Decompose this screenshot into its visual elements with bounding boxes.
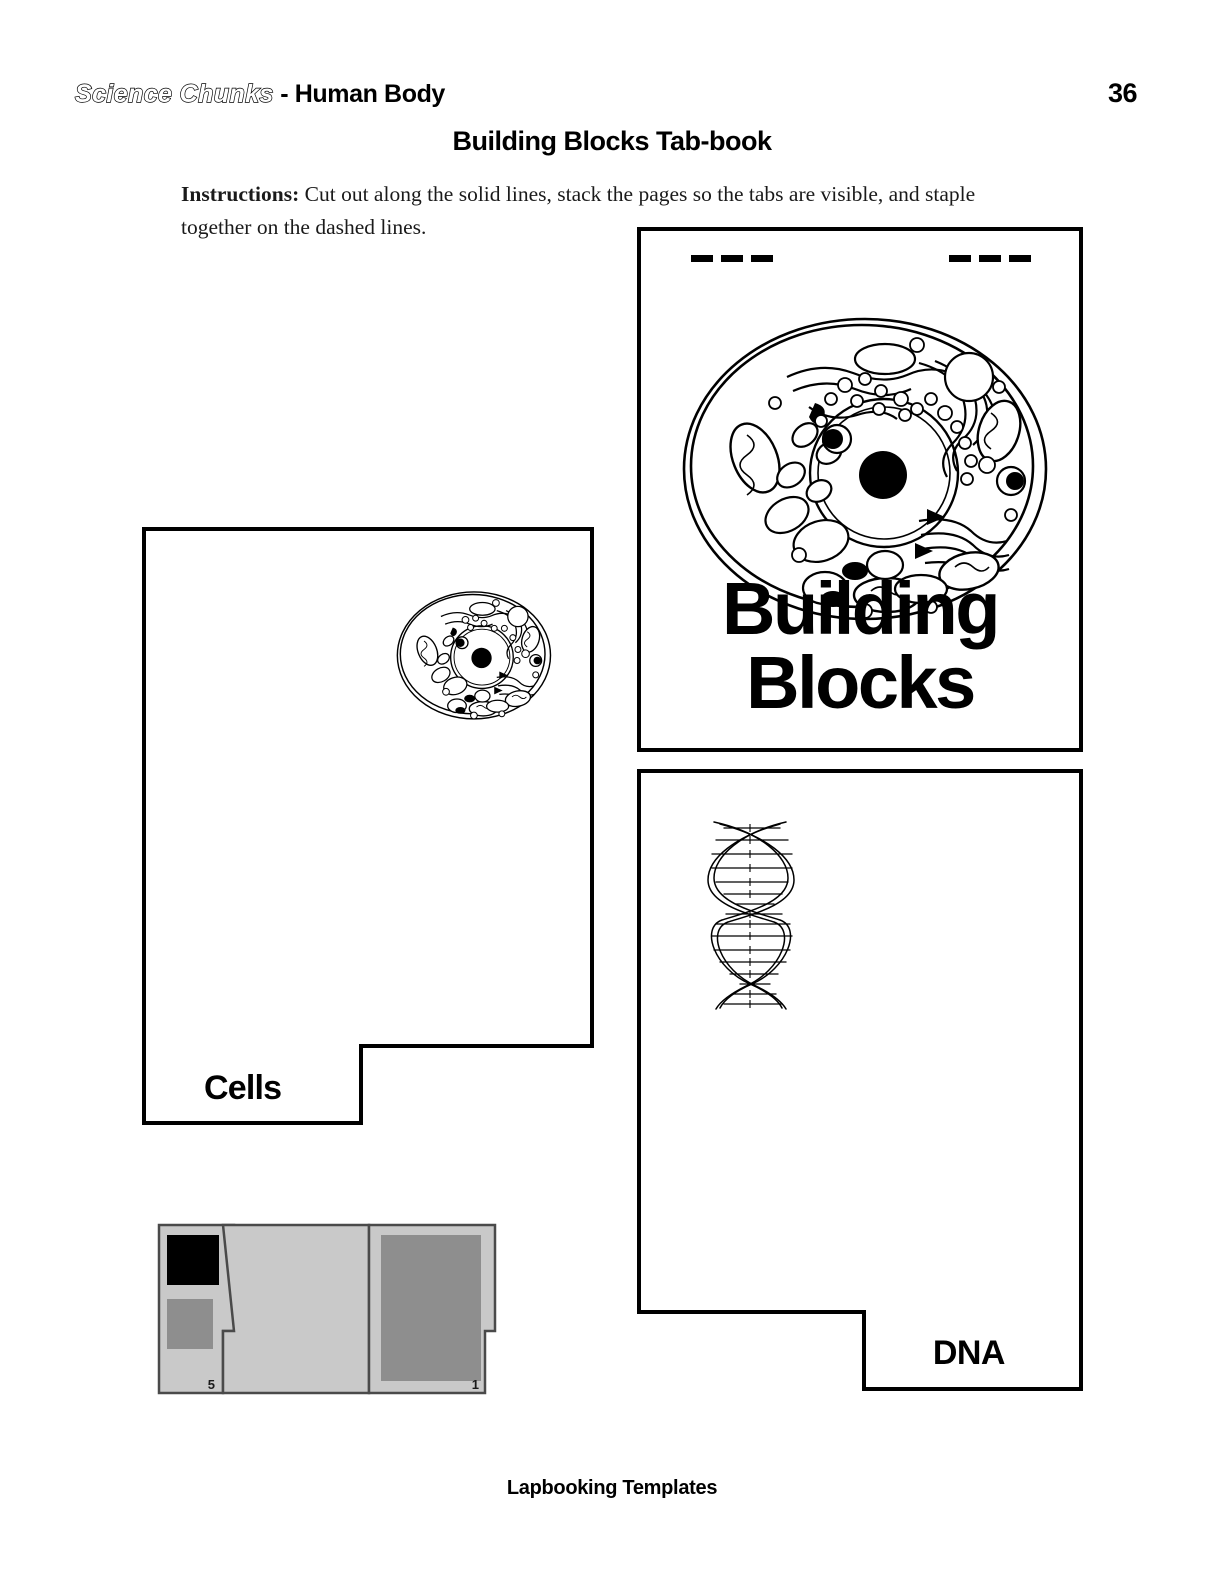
page-header: Science Chunks - Human Body 36	[74, 78, 1138, 112]
header-separator: -	[273, 80, 295, 108]
dash-mark	[979, 255, 1001, 262]
schematic-left-number: 5	[208, 1377, 215, 1392]
page-footer: Lapbooking Templates	[506, 1477, 718, 1499]
instructions-body: Cut out along the solid lines, stack the…	[181, 182, 976, 239]
dash-mark	[691, 255, 713, 262]
staple-dash-group-right	[949, 255, 1031, 262]
schematic-block-mid	[167, 1299, 213, 1349]
dna-helix-icon	[707, 821, 795, 1010]
schematic-page-middle	[221, 1223, 371, 1395]
schematic-block-large	[381, 1235, 481, 1381]
page-title: Building Blocks Tab-book	[452, 126, 772, 156]
page-number: 36	[1107, 78, 1138, 108]
dash-mark	[751, 255, 773, 262]
tabbook-layout-schematic: 5 1	[157, 1223, 497, 1395]
animal-cell-icon-small	[396, 591, 552, 720]
schematic-right-number: 1	[472, 1377, 479, 1392]
dash-mark	[949, 255, 971, 262]
header-title: Science Chunks - Human Body	[74, 79, 446, 109]
tabbook-dna-card: DNA	[637, 769, 1083, 1391]
unit-name: Human Body	[294, 80, 446, 108]
instructions-label: Instructions:	[181, 182, 300, 206]
staple-dashed-lines	[641, 255, 1079, 279]
tabbook-cells-card: Cells	[142, 527, 594, 1125]
cells-tab-label: Cells	[204, 1069, 282, 1107]
dash-mark	[721, 255, 743, 262]
tabbook-cover-card: Building Blocks	[637, 227, 1083, 752]
instructions-paragraph: Instructions: Cut out along the solid li…	[181, 178, 1031, 244]
schematic-block-dark	[167, 1235, 219, 1285]
staple-dash-group-left	[691, 255, 773, 262]
brand-name: Science Chunks	[74, 79, 274, 108]
animal-cell-icon	[682, 317, 1048, 621]
cover-title: Building Blocks	[722, 567, 1000, 724]
dna-tab-label: DNA	[932, 1334, 1006, 1372]
dash-mark	[1009, 255, 1031, 262]
